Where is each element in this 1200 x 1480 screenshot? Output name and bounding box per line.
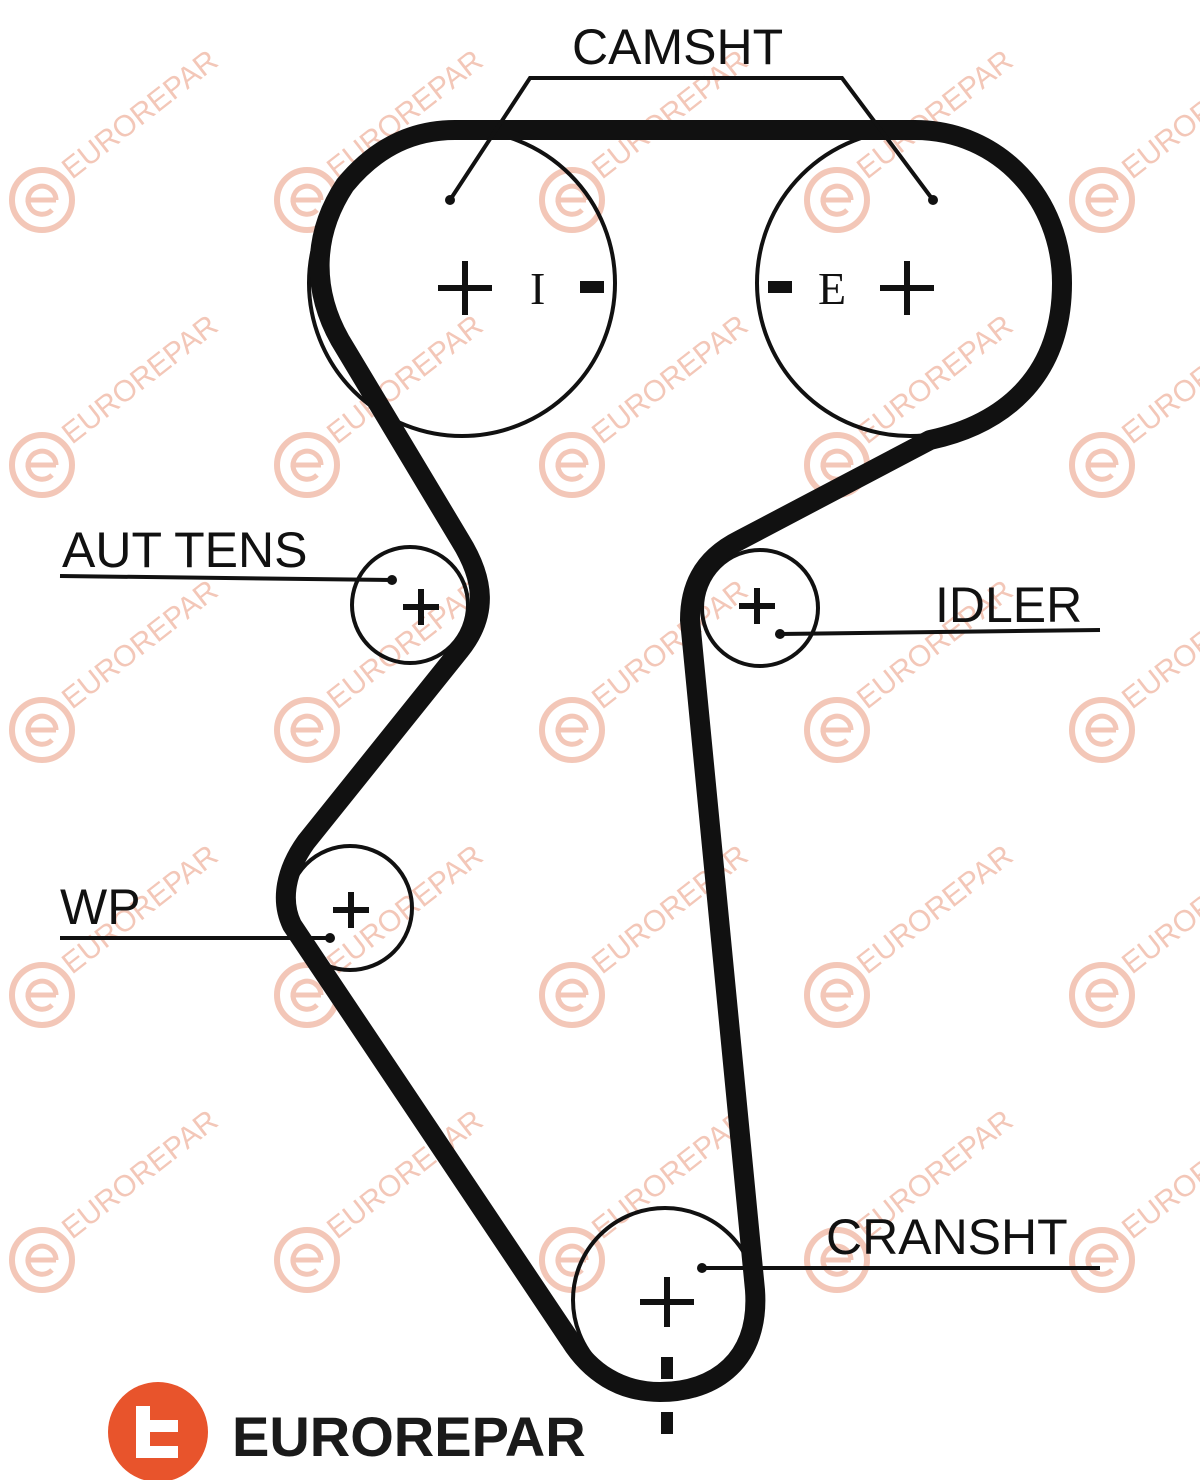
watermark-logo-icon bbox=[12, 170, 72, 230]
exhaust-mark: E bbox=[818, 263, 846, 314]
water-pump-cross bbox=[333, 892, 369, 928]
crankshaft-leader bbox=[697, 1263, 1100, 1273]
watermark-text: EUROREPAR bbox=[586, 309, 754, 451]
watermark-text: EUROREPAR bbox=[56, 44, 224, 186]
watermark-text: EUROREPAR bbox=[1116, 1104, 1200, 1246]
watermark-logo-icon bbox=[1072, 965, 1132, 1025]
watermark-logo-icon bbox=[1072, 700, 1132, 760]
watermark-logo-icon bbox=[542, 1230, 602, 1290]
watermark-logo-icon bbox=[1072, 435, 1132, 495]
watermark-text: EUROREPAR bbox=[1116, 309, 1200, 451]
watermark-logo-icon bbox=[542, 965, 602, 1025]
watermark-text: EUROREPAR bbox=[851, 839, 1019, 981]
watermark-logo-icon bbox=[277, 435, 337, 495]
watermark-logo-icon bbox=[542, 435, 602, 495]
auto-tensioner-leader bbox=[59, 574, 397, 585]
auto-tensioner-cross bbox=[403, 589, 439, 625]
crankshaft-timing-mark bbox=[661, 1357, 673, 1434]
watermark-text: EUROREPAR bbox=[56, 309, 224, 451]
intake-mark: I bbox=[530, 263, 545, 314]
watermark-logo-icon bbox=[807, 700, 867, 760]
watermark-logo-icon bbox=[12, 700, 72, 760]
brand-name: EUROREPAR bbox=[232, 1405, 586, 1468]
auto-tensioner-pulley bbox=[350, 545, 470, 665]
camshaft-leader bbox=[445, 76, 938, 205]
auto-tensioner-label: AUT TENS bbox=[62, 522, 307, 578]
watermark-logo-icon bbox=[277, 1230, 337, 1290]
idler-leader bbox=[775, 628, 1101, 639]
watermark-logo-icon bbox=[12, 1230, 72, 1290]
watermark-logo-icon bbox=[807, 170, 867, 230]
water-pump-label: WP bbox=[60, 879, 141, 935]
watermark-text: EUROREPAR bbox=[321, 44, 489, 186]
timing-belt bbox=[275, 120, 1072, 1402]
watermark-logo-icon bbox=[1072, 170, 1132, 230]
crankshaft-label: CRANSHT bbox=[826, 1209, 1068, 1265]
watermark-logo-icon bbox=[12, 435, 72, 495]
camshaft-label: CAMSHT bbox=[572, 19, 783, 75]
watermark-text: EUROREPAR bbox=[56, 574, 224, 716]
water-pump-leader bbox=[60, 933, 335, 943]
crankshaft-cross bbox=[640, 1277, 694, 1327]
idler-label: IDLER bbox=[935, 577, 1082, 633]
watermark-logo-icon bbox=[12, 965, 72, 1025]
watermark-text: EUROREPAR bbox=[586, 574, 754, 716]
idler-cross bbox=[739, 588, 775, 624]
exhaust-pulley-markings: E bbox=[768, 261, 934, 315]
watermark-logo-icon bbox=[277, 700, 337, 760]
watermark-logo-icon bbox=[1072, 1230, 1132, 1290]
intake-pulley-markings: I bbox=[438, 261, 604, 315]
watermark-logo-icon bbox=[542, 700, 602, 760]
eurorepar-logo: EUROREPAR bbox=[108, 1382, 586, 1480]
watermark-text: EUROREPAR bbox=[1116, 839, 1200, 981]
watermark-logo-icon bbox=[807, 965, 867, 1025]
watermark-text: EUROREPAR bbox=[1116, 44, 1200, 186]
idler-pulley bbox=[700, 548, 820, 668]
watermark-text: EUROREPAR bbox=[56, 1104, 224, 1246]
watermark-text: EUROREPAR bbox=[1116, 574, 1200, 716]
